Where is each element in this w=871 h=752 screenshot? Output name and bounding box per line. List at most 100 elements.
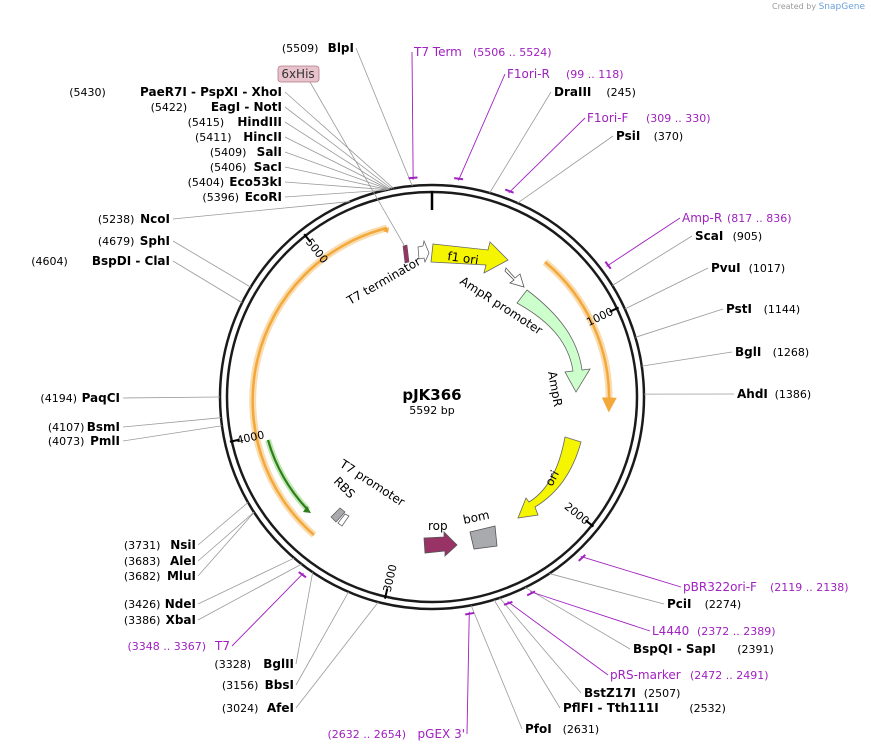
enzyme-name: BsmI [87, 420, 120, 434]
enzyme-position: (370) [654, 130, 684, 143]
enzyme-name: AleI [170, 554, 196, 568]
enzyme-position: (2274) [705, 598, 742, 611]
primer-range: (2119 .. 2138) [770, 581, 849, 594]
enzyme-name: Eco53kI [229, 175, 282, 189]
enzyme-name: PciI [667, 597, 692, 611]
enzyme-position: (5415) [188, 116, 225, 129]
enzyme-position: (3683) [124, 555, 161, 568]
orf-arc-right [544, 261, 617, 413]
enzyme-name: PvuI [711, 261, 741, 275]
feature-ampr-arrow [516, 289, 591, 393]
primer-name: L4440 [652, 624, 689, 638]
enzyme-leader [517, 135, 614, 204]
feature-6xhis-tag [277, 65, 320, 83]
enzyme-position: (1386) [775, 388, 812, 401]
primer-range: (3348 .. 3367) [127, 640, 206, 653]
enzyme-position: (245) [606, 86, 636, 99]
enzyme-name: PaeR7I - PspXI - XhoI [140, 85, 282, 99]
enzyme-name: PflFI - Tth111I [563, 701, 659, 715]
enzyme-position: (4604) [31, 255, 68, 268]
enzyme-leader [197, 512, 255, 577]
primer-leader [580, 555, 682, 588]
enzyme-position: (3156) [222, 679, 259, 692]
enzyme-position: (1017) [749, 262, 786, 275]
primer-leader [411, 51, 414, 180]
tick-label: 3000 [381, 563, 400, 593]
primer-mark [503, 600, 513, 606]
primer-leader [530, 591, 651, 632]
enzyme-position: (5409) [210, 146, 247, 159]
enzyme-name: SphI [140, 234, 170, 248]
enzyme-leader [470, 605, 523, 730]
enzyme-name: PsiI [616, 129, 640, 143]
enzyme-leader [284, 136, 390, 190]
enzyme-leader [284, 91, 394, 189]
enzyme-position: (4073) [48, 435, 85, 448]
enzyme-position: (4107) [48, 421, 85, 434]
primer-mark [454, 177, 464, 181]
enzyme-leader [122, 396, 221, 399]
primer-sites: T7 Term(5506 .. 5524)F1ori-R(99 .. 118)F… [127, 45, 848, 741]
feature-t7-promoter-arrow [337, 513, 350, 527]
enzyme-position: (2631) [563, 723, 600, 736]
credit-prefix: Created by [772, 2, 817, 11]
enzyme-name: NdeI [165, 597, 196, 611]
enzyme-leader [284, 121, 391, 190]
primer-range: (5506 .. 5524) [473, 46, 552, 59]
enzyme-name: HindIII [237, 115, 282, 129]
enzyme-leader [122, 425, 223, 442]
enzyme-leader [624, 267, 709, 310]
enzyme-position: (3328) [214, 658, 251, 671]
enzyme-leader [524, 587, 631, 650]
enzyme-name: BspQI - SapI [633, 642, 716, 656]
enzyme-name: AfeI [267, 701, 294, 715]
feature-6xhis-label: 6xHis [281, 67, 314, 81]
enzyme-position: (2532) [689, 702, 726, 715]
enzyme-name: NsiI [170, 538, 196, 552]
enzyme-position: (4679) [98, 235, 135, 248]
tick-label: 5000 [303, 236, 331, 266]
enzyme-name: DraIII [554, 85, 591, 99]
orf-arc-green-head [303, 506, 311, 513]
orf-arc-left-head [383, 227, 389, 233]
enzyme-name: XbaI [166, 613, 196, 627]
enzyme-leader [172, 260, 243, 304]
enzyme-name: AhdI [737, 387, 768, 401]
primer-leader [507, 601, 609, 676]
tick-mark [584, 519, 595, 528]
primer-leader [231, 572, 304, 647]
primer-leader [466, 611, 470, 735]
feature-ampr-promoter-arrow [504, 267, 525, 288]
primer-range: (2632 .. 2654) [327, 728, 406, 741]
enzyme-leader [295, 572, 314, 665]
enzyme-name: BlpI [328, 41, 354, 55]
enzyme-leader [197, 511, 255, 562]
tick-label: 4000 [235, 428, 265, 447]
enzyme-name: MluI [167, 569, 196, 583]
enzyme-leader [284, 106, 392, 190]
orf-arc-left [251, 226, 388, 536]
tick-mark [383, 588, 389, 599]
enzyme-sites: BlpI(5509)PaeR7I - PspXI - XhoI(5430)Eag… [31, 41, 811, 736]
feature-ori-label: ori [542, 468, 562, 488]
enzyme-position: (5422) [151, 101, 188, 114]
enzyme-position: (5404) [188, 176, 225, 189]
feature-bom-box [469, 525, 498, 550]
primer-mark [504, 188, 514, 194]
enzyme-leader [635, 308, 724, 338]
enzyme-leader [197, 563, 302, 621]
enzyme-leader [493, 599, 561, 709]
enzyme-leader [172, 201, 350, 220]
enzyme-name: BbsI [265, 678, 294, 692]
primer-mark [465, 611, 475, 616]
enzyme-name: ScaI [695, 229, 723, 243]
enzyme-name: SalI [257, 145, 282, 159]
enzyme-leader [284, 181, 388, 191]
feature-rop-label: rop [428, 519, 448, 533]
enzyme-position: (4194) [40, 392, 77, 405]
enzyme-position: (5411) [195, 131, 232, 144]
orf-arc-left-glow [249, 224, 388, 538]
feature-6xhis-mark [402, 244, 410, 264]
enzyme-leader [197, 502, 249, 546]
primer-range: (817 .. 836) [727, 212, 792, 225]
